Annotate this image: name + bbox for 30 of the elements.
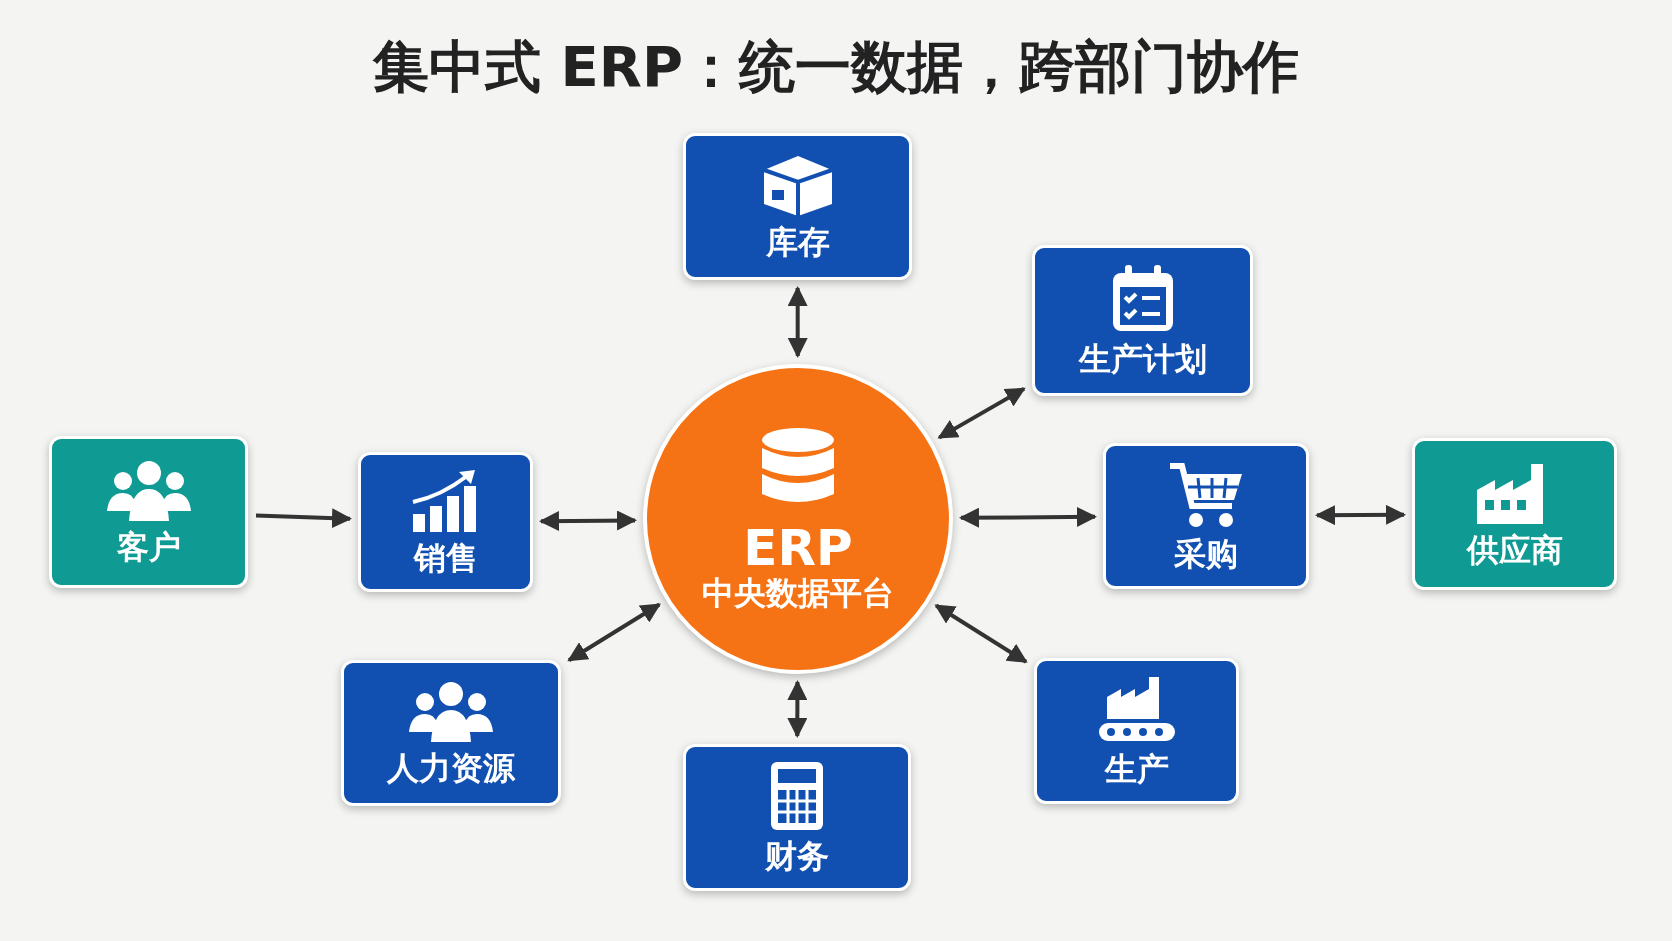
module-label: 供应商: [1466, 531, 1563, 569]
arrow: [255, 508, 352, 529]
arrow: [787, 286, 808, 358]
arrow: [787, 680, 808, 738]
arrow: [539, 510, 637, 532]
module-box: [358, 452, 533, 592]
module-box: [1412, 438, 1617, 590]
module-label: 库存: [765, 224, 830, 261]
arrow: [959, 506, 1097, 528]
module-label: 客户: [116, 528, 181, 566]
module-label: 采购: [1174, 535, 1238, 573]
module-box: [1032, 245, 1253, 396]
module-label: 人力资源: [387, 749, 515, 787]
module-box: [49, 436, 248, 588]
platform-name: ERP: [743, 522, 853, 575]
module-box: [1103, 443, 1309, 589]
arrow: [937, 387, 1026, 440]
module-box: [683, 133, 912, 280]
arrow: [934, 603, 1028, 664]
module-box: [1034, 658, 1239, 804]
arrow: [567, 602, 661, 662]
arrow: [1315, 504, 1406, 526]
module-box: [341, 660, 561, 806]
module-label: 财务: [765, 838, 829, 875]
title: 集中式 ERP：统一数据，跨部门协作: [371, 33, 1300, 101]
module-label: 销售: [413, 539, 478, 577]
module-label: 生产: [1104, 750, 1169, 788]
module-label: 生产计划: [1078, 341, 1207, 378]
platform-label: 中央数据平台: [702, 574, 894, 612]
module-box: [683, 744, 911, 891]
